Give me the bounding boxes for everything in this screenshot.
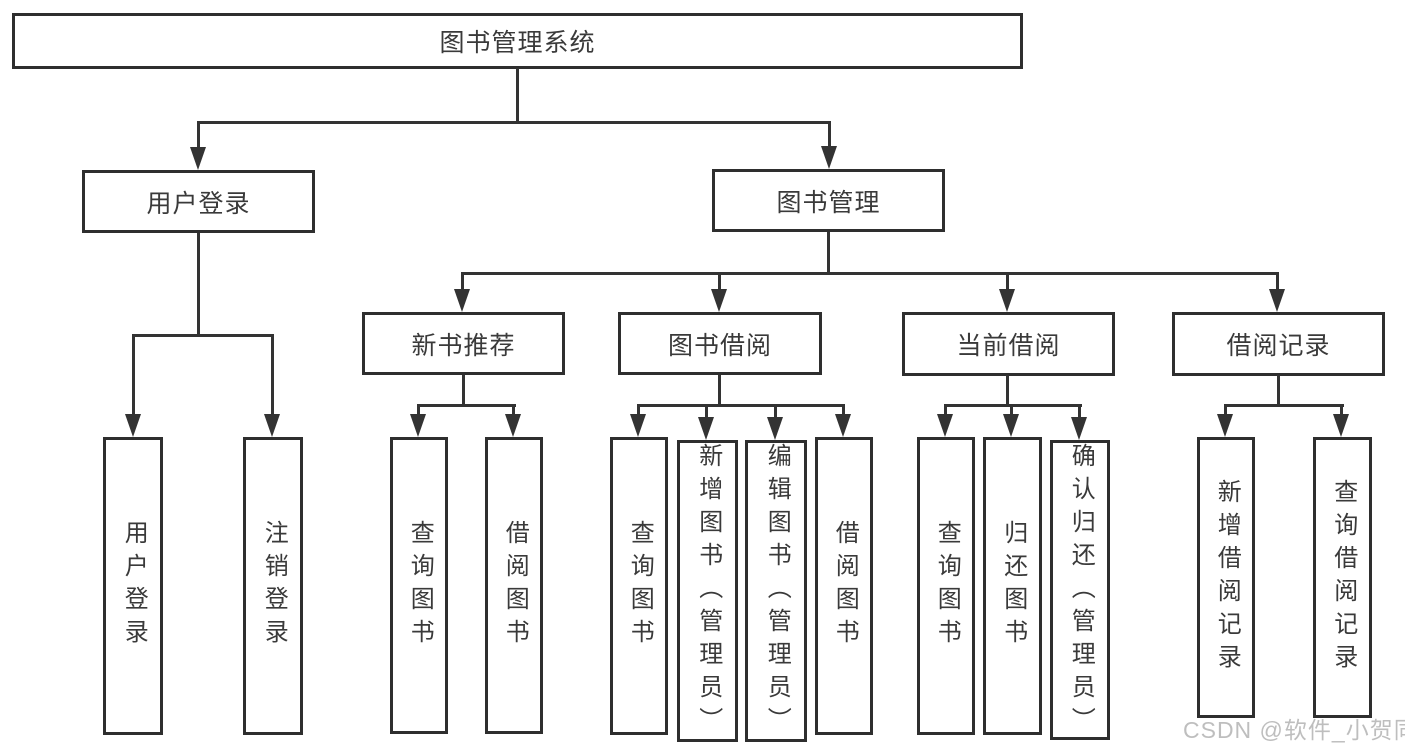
connector-line [827,232,830,275]
leaf-query-books-newbook: 查询图书 [390,437,448,734]
arrowhead-down [125,414,141,437]
connector-line [516,68,519,124]
arrowhead-down [711,289,727,312]
connector-line [637,404,640,418]
leaf-query-borrow-record: 查询借阅记录 [1313,437,1372,718]
arrowhead-down [698,417,714,440]
leaf-confirm-return-admin: 确认归还（管理员） [1050,440,1110,740]
connector-line [1078,404,1081,420]
connector-line [512,404,515,418]
leaf-query-books-current: 查询图书 [917,437,975,735]
connector-line [1010,404,1013,418]
node-label: 新书推荐 [411,331,516,360]
connector-line [132,334,274,337]
connector-line [1224,404,1227,418]
node-borrowing-records: 借阅记录 [1172,312,1385,376]
connector-line [705,404,708,420]
arrowhead-down [264,414,280,437]
node-label: 查询借阅记录 [1329,478,1357,677]
connector-line [197,121,200,149]
connector-line [1277,375,1280,407]
arrowhead-down [937,414,953,437]
node-label: 借阅图书 [831,520,859,652]
connector-line [637,404,845,407]
connector-line [842,404,845,418]
node-label: 用户登录 [146,189,251,218]
connector-line [718,375,721,407]
arrowhead-down [1071,417,1087,440]
connector-line [944,404,1082,407]
leaf-add-borrow-record: 新增借阅记录 [1197,437,1255,718]
node-label: 图书借阅 [667,331,772,360]
node-book-management-system: 图书管理系统 [12,13,1023,69]
leaf-borrow-books-newbook: 借阅图书 [485,437,543,734]
node-user-login: 用户登录 [82,170,315,233]
arrowhead-down [835,414,851,437]
connector-line [718,272,721,292]
connector-line [828,121,831,148]
connector-line [774,404,777,420]
node-label: 确认归还（管理员） [1067,443,1095,740]
node-label: 借阅记录 [1226,332,1331,360]
connector-line [1224,404,1344,407]
connector-line [271,334,274,416]
node-label: 当前借阅 [956,332,1061,360]
node-label: 图书管理 [776,188,881,217]
node-label: 图书管理系统 [439,29,596,57]
arrowhead-down [1003,414,1019,437]
leaf-logout-login: 注销登录 [243,437,303,735]
node-label: 借阅图书 [501,519,529,652]
connector-line [417,404,420,418]
leaf-return-books: 归还图书 [983,437,1042,735]
node-label: 查询图书 [933,520,961,652]
leaf-user-login: 用户登录 [103,437,163,735]
arrowhead-down [1269,289,1285,312]
arrowhead-down [410,414,426,437]
node-label: 编辑图书（管理员） [763,443,791,740]
leaf-edit-books-admin: 编辑图书（管理员） [745,440,807,742]
arrowhead-down [454,289,470,312]
arrowhead-down [767,417,783,440]
connector-line [1340,404,1343,418]
node-new-book-recommendation: 新书推荐 [362,312,565,375]
arrowhead-down [999,289,1015,312]
connector-line [1006,375,1009,407]
connector-line [461,272,1279,275]
arrowhead-down [190,147,206,170]
leaf-borrow-books-borrowing: 借阅图书 [815,437,873,735]
watermark: CSDN @软件_小贺同学 [1183,717,1405,743]
connector-line [462,375,465,407]
arrowhead-down [821,146,837,169]
node-book-borrowing: 图书借阅 [618,312,822,375]
node-book-management: 图书管理 [712,169,945,232]
connector-line [417,404,516,407]
connector-line [197,121,831,124]
arrowhead-down [1333,414,1349,437]
node-label: 新增图书（管理员） [694,443,722,740]
connector-line [944,404,947,418]
arrowhead-down [505,414,521,437]
arrowhead-down [1217,414,1233,437]
node-label: 新增借阅记录 [1213,478,1241,677]
connector-line [461,272,464,292]
leaf-add-books-admin: 新增图书（管理员） [677,440,738,742]
connector-line [197,233,200,337]
node-label: 查询图书 [406,519,434,652]
node-label: 注销登录 [260,520,288,652]
leaf-query-books-borrowing: 查询图书 [610,437,668,735]
connector-line [1006,272,1009,292]
node-label: 用户登录 [120,520,148,652]
connector-line [132,334,135,416]
node-current-borrowing: 当前借阅 [902,312,1115,376]
node-label: 归还图书 [999,520,1027,652]
node-label: 查询图书 [626,520,654,652]
arrowhead-down [630,414,646,437]
connector-line [1276,272,1279,292]
